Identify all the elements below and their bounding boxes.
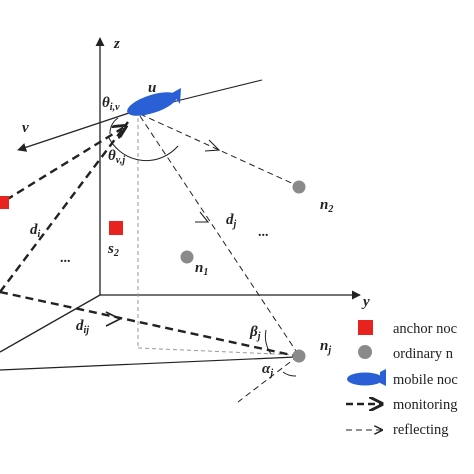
reflect-arrow-nj bbox=[195, 211, 210, 223]
reflect-tail bbox=[237, 355, 299, 403]
legend-label-monitoring: monitoring bbox=[393, 397, 457, 413]
legend-marker-mobile bbox=[347, 369, 386, 386]
monitoring-lines bbox=[0, 121, 297, 371]
label-theta-iv: θi,v bbox=[102, 95, 120, 113]
legend-marker-ordinary bbox=[358, 345, 372, 359]
x-axis bbox=[0, 294, 101, 353]
legend-label-reflecting: reflecting bbox=[393, 422, 449, 438]
label-n1: n1 bbox=[195, 260, 208, 278]
projection-lines bbox=[137, 118, 299, 356]
ordinary-node-n1 bbox=[180, 250, 194, 264]
legend-marker-anchor bbox=[358, 320, 373, 335]
label-u: u bbox=[148, 80, 156, 96]
reflect-arrow-n2 bbox=[204, 139, 221, 152]
angle-arcs bbox=[107, 117, 297, 377]
ellipsis-2: ... bbox=[258, 225, 269, 240]
mobile-node-u bbox=[127, 88, 181, 116]
reflect-to-n2 bbox=[139, 113, 299, 187]
monitor-s1-to-u bbox=[5, 126, 126, 202]
axes bbox=[0, 37, 361, 353]
z-axis-label: z bbox=[113, 36, 120, 52]
label-dj: dj bbox=[226, 212, 237, 230]
velocity-line-back bbox=[17, 111, 133, 152]
monitor-origin-to-nj bbox=[0, 290, 297, 358]
reflecting-lines bbox=[139, 113, 299, 403]
node-labels: u n2 n1 s2 nj bbox=[107, 80, 333, 356]
distance-labels: di dj dij bbox=[30, 212, 237, 336]
y-axis-label: y bbox=[361, 294, 370, 310]
legend-label-mobile: mobile noc bbox=[393, 372, 458, 388]
anchor-node-s2 bbox=[109, 221, 123, 235]
legend-label-ordinary: ordinary n bbox=[393, 346, 454, 362]
ellipsis-marks: ... ... bbox=[60, 225, 269, 266]
label-alpha-j: αj bbox=[262, 361, 273, 379]
v-axis-label: v bbox=[22, 120, 29, 136]
theta-vj-arc bbox=[107, 135, 179, 162]
label-theta-vj: θv,j bbox=[108, 148, 125, 166]
label-n2: n2 bbox=[320, 197, 333, 215]
nodes bbox=[0, 88, 306, 363]
reflect-to-nj bbox=[139, 115, 299, 355]
label-beta-j: βj bbox=[249, 324, 261, 342]
label-nj: nj bbox=[320, 338, 331, 356]
ordinary-node-n2 bbox=[292, 180, 306, 194]
label-s2: s2 bbox=[107, 241, 119, 259]
theta-iv-arc bbox=[109, 117, 119, 135]
monitor-arrow-dij bbox=[105, 311, 122, 327]
anchor-node-s1 bbox=[0, 196, 9, 209]
axis-labels: z y v bbox=[22, 36, 370, 310]
legend: anchor noc ordinary n mobile noc monitor… bbox=[346, 320, 458, 438]
label-di: di bbox=[30, 222, 41, 240]
beta-j-arc bbox=[264, 329, 272, 355]
alpha-j-arc bbox=[282, 371, 297, 377]
projection-to-nj bbox=[137, 347, 299, 356]
ellipsis-1: ... bbox=[60, 251, 71, 266]
label-dij: dij bbox=[76, 318, 89, 336]
monitor-origin-to-u bbox=[0, 121, 129, 293]
monitor-lower-to-nj bbox=[0, 356, 297, 371]
ordinary-node-nj bbox=[292, 349, 306, 363]
angle-labels: θi,v θv,j βj αj bbox=[102, 95, 273, 379]
legend-label-anchor: anchor noc bbox=[393, 321, 457, 337]
